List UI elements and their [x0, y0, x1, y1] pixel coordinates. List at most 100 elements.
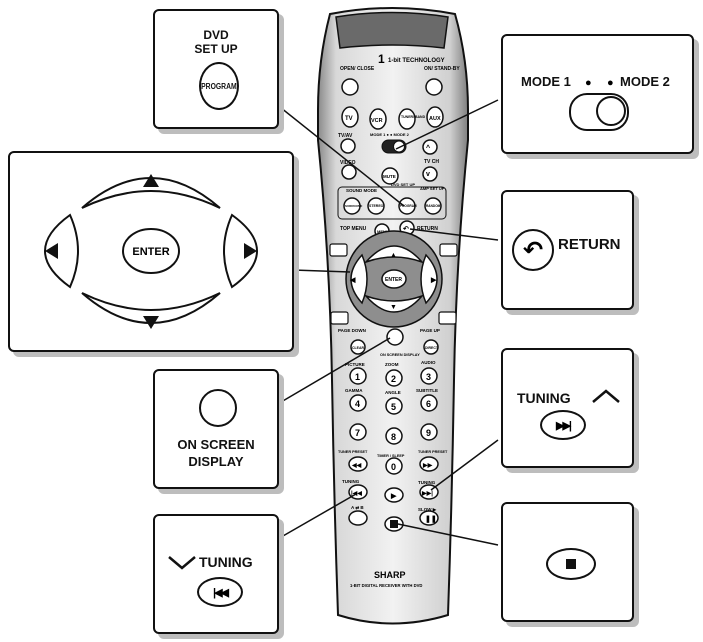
- amp-setup-label: AMP SET UP: [420, 186, 445, 191]
- volume-up-button[interactable]: [329, 243, 348, 257]
- subtitle-label: SUBTITLE: [416, 388, 438, 393]
- aux-label: AUX: [429, 116, 441, 122]
- callout-stop-icon: [566, 559, 576, 569]
- direct-button[interactable]: [423, 339, 439, 355]
- callout-mode-switch: MODE 1 ● ● MODE 2: [501, 34, 694, 154]
- digit-8-button[interactable]: [385, 427, 403, 445]
- digit-2-label: 2: [391, 374, 396, 384]
- callout-stop: [501, 502, 634, 622]
- digit-6-button[interactable]: [420, 394, 438, 412]
- chevron-up-icon: ^: [426, 144, 430, 152]
- digit-1-button[interactable]: [349, 367, 367, 385]
- callout-cursor-left-button[interactable]: [44, 213, 79, 289]
- direct-label: DIRECT: [425, 346, 439, 350]
- open-close-label: OPEN/ CLOSE: [340, 66, 375, 72]
- stereo-label: STEREO: [369, 204, 384, 208]
- callout-enter-button[interactable]: [122, 228, 180, 274]
- leader-dpad: [292, 269, 351, 273]
- callout-skip-back-button[interactable]: |◀◀: [197, 577, 243, 607]
- digit-9-label: 9: [426, 428, 431, 438]
- leader-stop: [397, 523, 499, 546]
- program-button[interactable]: [398, 197, 416, 215]
- a-b-repeat-button[interactable]: [348, 510, 368, 526]
- mode1-dot-icon: ●: [585, 77, 592, 89]
- tuning-up-chevron-icon: [592, 389, 620, 403]
- remote-dpad: ▲ ▼ ◀ ▶ ENTER: [345, 230, 443, 328]
- play-icon: ▶: [390, 493, 397, 500]
- digit-2-button[interactable]: [385, 369, 403, 387]
- sound-mode-label: SOUND MODE: [346, 188, 377, 193]
- ir-window: [335, 11, 449, 49]
- picture-label: PICTURE: [345, 362, 365, 367]
- callout-tuning-down: TUNING |◀◀: [153, 514, 279, 634]
- random-button[interactable]: [424, 197, 442, 215]
- digit-9-button[interactable]: [420, 423, 438, 441]
- angle-label: ANGLE: [385, 390, 401, 395]
- digit-7-button[interactable]: [349, 423, 367, 441]
- dpad-right-button[interactable]: [420, 253, 438, 305]
- digit-4-button[interactable]: [349, 394, 367, 412]
- callout-skip-forward-button[interactable]: ▶▶|: [540, 410, 586, 440]
- dpad-down-button[interactable]: [363, 294, 425, 313]
- rewind-button[interactable]: [348, 456, 368, 472]
- surround-button[interactable]: [343, 197, 361, 215]
- channel-up-button[interactable]: [439, 243, 458, 257]
- digit-5-button[interactable]: [385, 397, 403, 415]
- callout-mode-switch-knob[interactable]: [596, 96, 626, 126]
- tuning-down-small-label: TUNING: [342, 479, 360, 484]
- channel-down-button[interactable]: [438, 311, 457, 325]
- volume-down-button[interactable]: [330, 311, 349, 325]
- dpad-left-button[interactable]: [350, 253, 368, 305]
- dvd-setup-label: DVD SET UP: [391, 182, 415, 187]
- play-button[interactable]: [384, 487, 404, 503]
- on-standby-button[interactable]: [425, 78, 443, 96]
- callout-arrow-down-icon: [143, 316, 159, 329]
- aux-button[interactable]: [426, 106, 444, 128]
- on-standby-label: ON/ STAND-BY: [424, 66, 460, 72]
- tv-ch-up-button[interactable]: [422, 139, 438, 155]
- callout-on-screen-button[interactable]: [199, 389, 237, 427]
- callout-program-label: PROGRAM: [201, 81, 237, 91]
- digit-3-label: 3: [426, 372, 431, 382]
- digit-8-label: 8: [391, 432, 396, 442]
- stereo-button[interactable]: [367, 197, 385, 215]
- brand-logo: SHARP: [374, 570, 406, 580]
- on-screen-display-button[interactable]: [386, 328, 404, 346]
- digit-3-button[interactable]: [420, 367, 438, 385]
- open-close-button[interactable]: [341, 78, 359, 96]
- dpad-up-button[interactable]: [363, 245, 425, 264]
- callout-tuning-up: TUNING ▶▶|: [501, 348, 634, 468]
- digit-0-button[interactable]: [385, 457, 403, 475]
- pause-button[interactable]: [419, 510, 439, 526]
- clear-button[interactable]: [350, 339, 366, 355]
- tv-ch-down-button[interactable]: [422, 166, 438, 182]
- stop-icon: [390, 520, 398, 528]
- clear-label: CLEAR: [352, 346, 365, 350]
- mode2-dot-icon: ●: [607, 77, 614, 89]
- top-menu-label: TOP MENU: [340, 226, 367, 232]
- number-pad: 1 2 3 4 5 6 7 8 9 0: [349, 367, 438, 475]
- digit-4-label: 4: [355, 399, 360, 409]
- dpad-enter-button[interactable]: [381, 269, 407, 289]
- callout-tuning-up-label: TUNING: [517, 390, 571, 406]
- callout-return: ↶ RETURN: [501, 190, 634, 310]
- mute-button[interactable]: [381, 167, 399, 185]
- tuning-up-small-label: TUNING: [418, 480, 436, 485]
- callout-cursor-right-button[interactable]: [223, 213, 258, 289]
- tv-button[interactable]: [341, 106, 359, 128]
- callout-cursor-up-button[interactable]: [81, 177, 221, 209]
- callout-mode2-label: MODE 2: [620, 74, 670, 89]
- callout-mode-switch-track[interactable]: [569, 93, 629, 131]
- callout-dvd-label: DVD: [203, 28, 229, 42]
- callout-program-button[interactable]: PROGRAM: [199, 62, 239, 110]
- video-button[interactable]: [341, 164, 357, 180]
- fast-forward-button[interactable]: [419, 456, 439, 472]
- callout-return-button[interactable]: ↶: [512, 229, 554, 271]
- callout-cursor-down-button[interactable]: [81, 292, 221, 324]
- callout-stop-button[interactable]: [546, 548, 596, 580]
- vcr-button[interactable]: [369, 108, 387, 130]
- tv-av-button[interactable]: [340, 138, 356, 154]
- tuner-band-button[interactable]: [398, 108, 416, 130]
